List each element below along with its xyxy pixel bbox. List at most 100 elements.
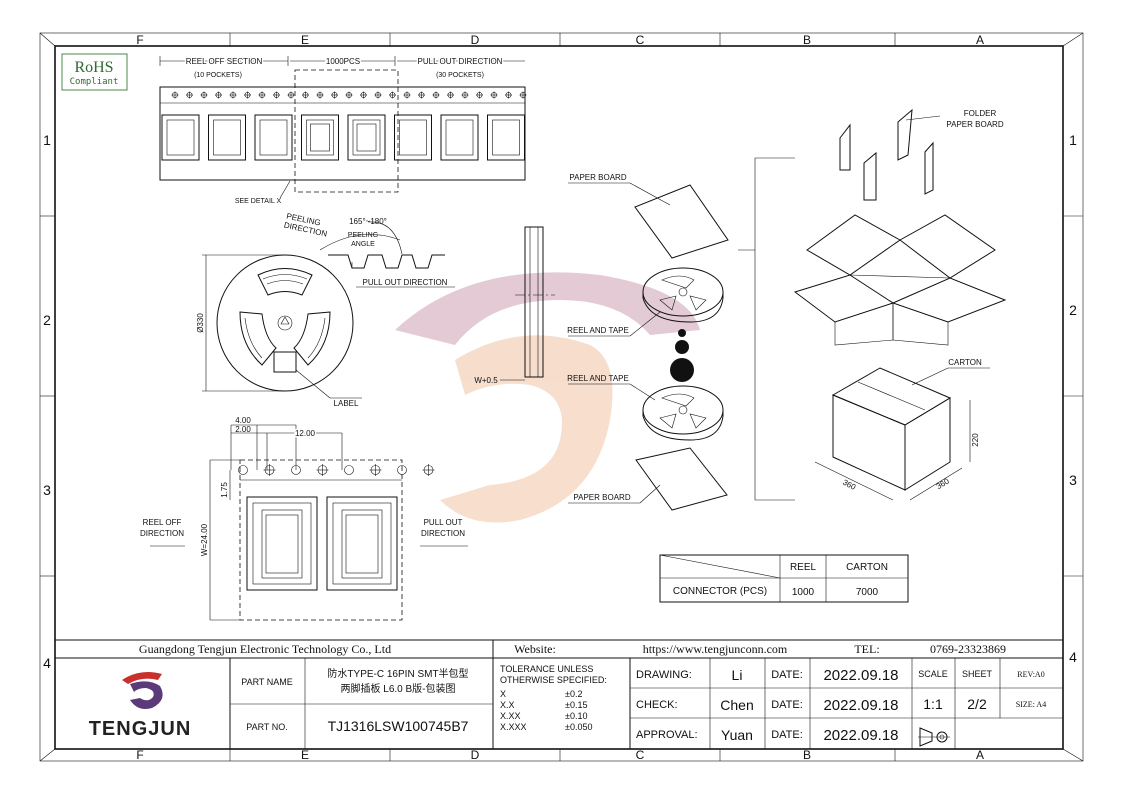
sheet-label: SHEET <box>962 669 993 679</box>
tolerance-heading-2: OTHERWISE SPECIFIED: <box>500 675 607 685</box>
zone-top-a: A <box>976 33 984 47</box>
tape-pocket-inner <box>492 119 520 156</box>
part-name-line2: 两脚插板 L6.0 B版-包装图 <box>340 682 455 695</box>
detail-sprocket-hole <box>344 465 354 475</box>
paper-board-bottom-label: PAPER BOARD <box>573 493 630 502</box>
reel-edge-view: W+0.5 <box>474 226 555 385</box>
sheet-value: 2/2 <box>967 696 987 712</box>
reel-width-dim: W+0.5 <box>474 376 498 385</box>
reel-off-dir-line1: REEL OFF <box>143 518 182 527</box>
qty-carton-value: 7000 <box>856 587 879 598</box>
detail-sprocket-hole <box>397 465 407 475</box>
peeling-angle-line1: PEELING <box>348 232 378 239</box>
zone-right-3: 3 <box>1069 472 1077 488</box>
date-value-2: 2022.09.18 <box>823 697 898 714</box>
connector-in-pocket <box>310 123 330 152</box>
tape-pocket <box>208 114 246 161</box>
reel-and-tape-label-1: REEL AND TAPE <box>567 326 629 335</box>
tolerance-heading-1: TOLERANCE UNLESS <box>500 664 593 674</box>
dim-1-75: 1.75 <box>220 482 229 498</box>
svg-text:1000PCS: 1000PCS <box>326 57 360 66</box>
tel-number: 0769-23323869 <box>930 642 1006 656</box>
reel-off-pockets-label: (10 POCKETS) <box>194 72 242 79</box>
pull-out-direction-top-label: PULL OUT DIRECTION <box>418 57 503 66</box>
carton-width-dim: 360 <box>935 476 952 491</box>
zone-bottom-d: D <box>471 748 480 762</box>
tape-top-view: REEL OFF SECTION REEL OFF SECTION (10 PO… <box>159 56 527 205</box>
sprocket-holes <box>171 91 527 99</box>
tape-pocket <box>254 114 293 161</box>
zone-bottom-f: F <box>136 748 143 762</box>
svg-text:12.00: 12.00 <box>295 429 316 438</box>
website-url[interactable]: https://www.tengjunconn.com <box>643 642 788 656</box>
tolerance-key-1: X.X <box>500 700 515 710</box>
tape-pocket <box>394 114 432 161</box>
dim-2-00: 2.00 <box>235 425 251 434</box>
tolerance-key-3: X.XXX <box>500 722 527 732</box>
folder-label-1: FOLDER <box>964 109 997 118</box>
folder-label-2: PAPER BOARD <box>946 120 1003 129</box>
scale-value: 1:1 <box>923 696 943 712</box>
website-label: Website: <box>514 642 556 656</box>
part-no-label: PART NO. <box>246 722 288 732</box>
tolerance-val-1: ±0.15 <box>565 700 587 710</box>
tape-pocket <box>161 114 200 161</box>
svg-text:REEL OFF SECTION: REEL OFF SECTION <box>186 57 263 66</box>
qty-reel-value: 1000 <box>792 587 815 598</box>
qty-row-label: CONNECTOR (PCS) <box>673 586 767 597</box>
zone-left-4: 4 <box>43 655 51 671</box>
pull-out-direction-reel-label: PULL OUT DIRECTION <box>363 278 448 287</box>
detail-pockets <box>246 496 398 591</box>
detail-sprocket-hole <box>291 465 301 475</box>
tape-pocket <box>440 114 479 161</box>
approval-label: APPROVAL: <box>636 729 698 741</box>
zone-bottom-e: E <box>301 748 309 762</box>
zone-top-e: E <box>301 33 309 47</box>
tel-label: TEL: <box>854 642 879 656</box>
tolerance-val-3: ±0.050 <box>565 722 592 732</box>
quantity-table: REEL CARTON CONNECTOR (PCS) 1000 7000 <box>659 554 909 603</box>
drawing-label: DRAWING: <box>636 669 692 681</box>
zone-labels: F E D C B A F E D C B A 1 2 3 4 1 2 3 4 <box>43 33 1077 762</box>
tape-pocket-inner <box>399 119 427 156</box>
zone-top-b: B <box>803 33 811 47</box>
qty-col-reel: REEL <box>790 562 817 573</box>
part-no-value: TJ1316LSW100745B7 <box>328 718 469 734</box>
tape-pocket-inner <box>166 119 195 156</box>
tape-pocket-inner <box>259 119 288 156</box>
pull-out-pockets-label: (30 POCKETS) <box>436 72 484 79</box>
qty-col-carton: CARTON <box>846 562 888 573</box>
rohs-subtitle: Compliant <box>70 77 119 87</box>
carton-height-dim: 220 <box>971 433 980 447</box>
tape-pocket <box>347 114 386 161</box>
tolerance-key-2: X.XX <box>500 711 521 721</box>
revision: REV:A0 <box>1017 670 1044 679</box>
part-name-label: PART NAME <box>241 677 293 687</box>
pull-out-dir-line1: PULL OUT <box>424 518 463 527</box>
rohs-badge: RoHS Compliant <box>61 53 128 91</box>
detail-sprocket-holes <box>238 464 435 476</box>
projection-symbol-icon <box>918 727 950 747</box>
tape-pockets <box>161 114 525 161</box>
tape-pocket-inner <box>352 119 381 156</box>
carton-assembly: FOLDER PAPER BOARD CARTON 220 360 360 <box>793 108 1007 501</box>
tape-pocket <box>487 114 525 161</box>
tape-pocket-inner <box>213 119 241 156</box>
date-label-3: DATE: <box>771 729 803 741</box>
reel-and-tape-label-2: REEL AND TAPE <box>567 374 629 383</box>
date-value-3: 2022.09.18 <box>823 727 898 744</box>
company-name: Guangdong Tengjun Electronic Technology … <box>139 642 391 656</box>
zone-bottom-c: C <box>636 748 645 762</box>
zone-right-4: 4 <box>1069 649 1077 665</box>
tolerance-val-0: ±0.2 <box>565 689 582 699</box>
zone-left-3: 3 <box>43 482 51 498</box>
packing-stack: PAPER BOARD REEL AND TAPE REEL AND TAPE … <box>567 157 795 511</box>
tape-pocket-inner <box>306 119 334 156</box>
zone-top-d: D <box>471 33 480 47</box>
part-name-line1: 防水TYPE-C 16PIN SMT半包型 <box>327 667 468 680</box>
check-label: CHECK: <box>636 699 678 711</box>
carton-label: CARTON <box>948 358 982 367</box>
zone-left-1: 1 <box>43 132 51 148</box>
